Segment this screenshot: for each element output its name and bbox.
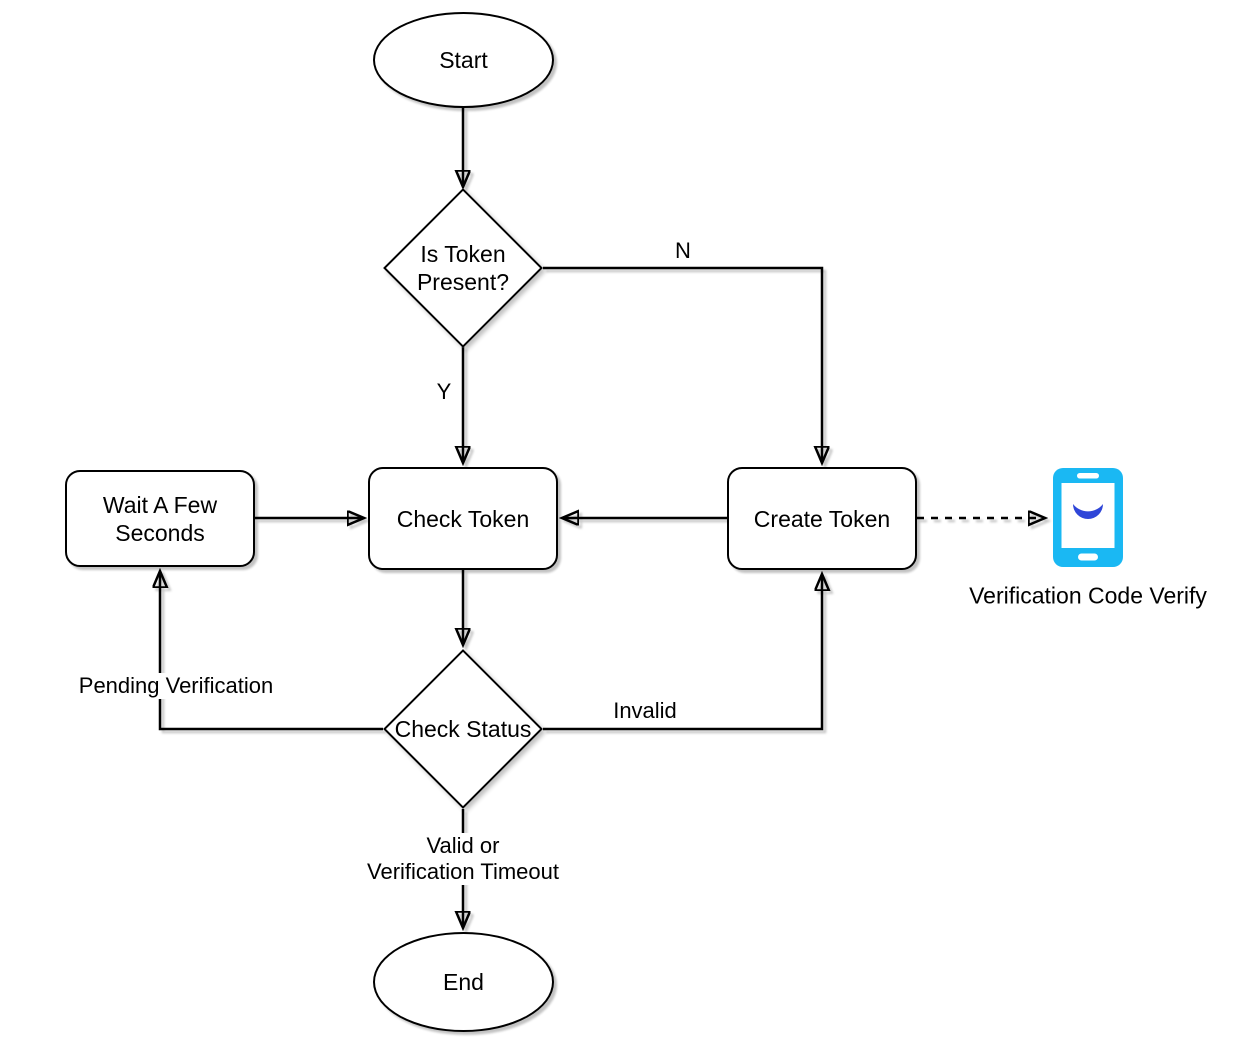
- node-is-token-present: Is Token Present?: [383, 188, 543, 348]
- edge-status-pending-to-wait: [160, 572, 383, 731]
- smartphone-icon: [1053, 468, 1123, 567]
- edge-label-invalid: Invalid: [610, 698, 680, 724]
- node-check-status: Check Status: [383, 649, 543, 809]
- node-is-token-present-label: Is Token Present?: [416, 241, 510, 295]
- node-end-label: End: [443, 969, 484, 995]
- phone-caption: Verification Code Verify: [969, 582, 1207, 609]
- node-create-token-label: Create Token: [753, 505, 891, 532]
- node-end: End: [373, 932, 554, 1032]
- node-create-token: Create Token: [727, 467, 917, 570]
- node-start: Start: [373, 12, 554, 108]
- node-check-status-label: Check Status: [394, 716, 532, 742]
- edge-label-n: N: [672, 238, 694, 264]
- node-start-label: Start: [439, 47, 488, 73]
- smartphone-speaker: [1077, 473, 1099, 479]
- node-wait-a-few-seconds: Wait A Few Seconds: [65, 470, 255, 567]
- smartphone-home-button: [1078, 553, 1098, 561]
- edge-label-pending-verification: Pending Verification: [75, 673, 277, 699]
- crescent-glyph: [1073, 504, 1103, 519]
- edge-label-y: Y: [433, 379, 455, 405]
- edge-status-invalid-to-create-token: [543, 575, 822, 731]
- edge-token-decision-n-to-create-token: [543, 266, 822, 462]
- node-check-token-label: Check Token: [396, 505, 530, 532]
- edge-label-valid-or-timeout: Valid or Verification Timeout: [364, 833, 562, 885]
- node-check-token: Check Token: [368, 467, 558, 570]
